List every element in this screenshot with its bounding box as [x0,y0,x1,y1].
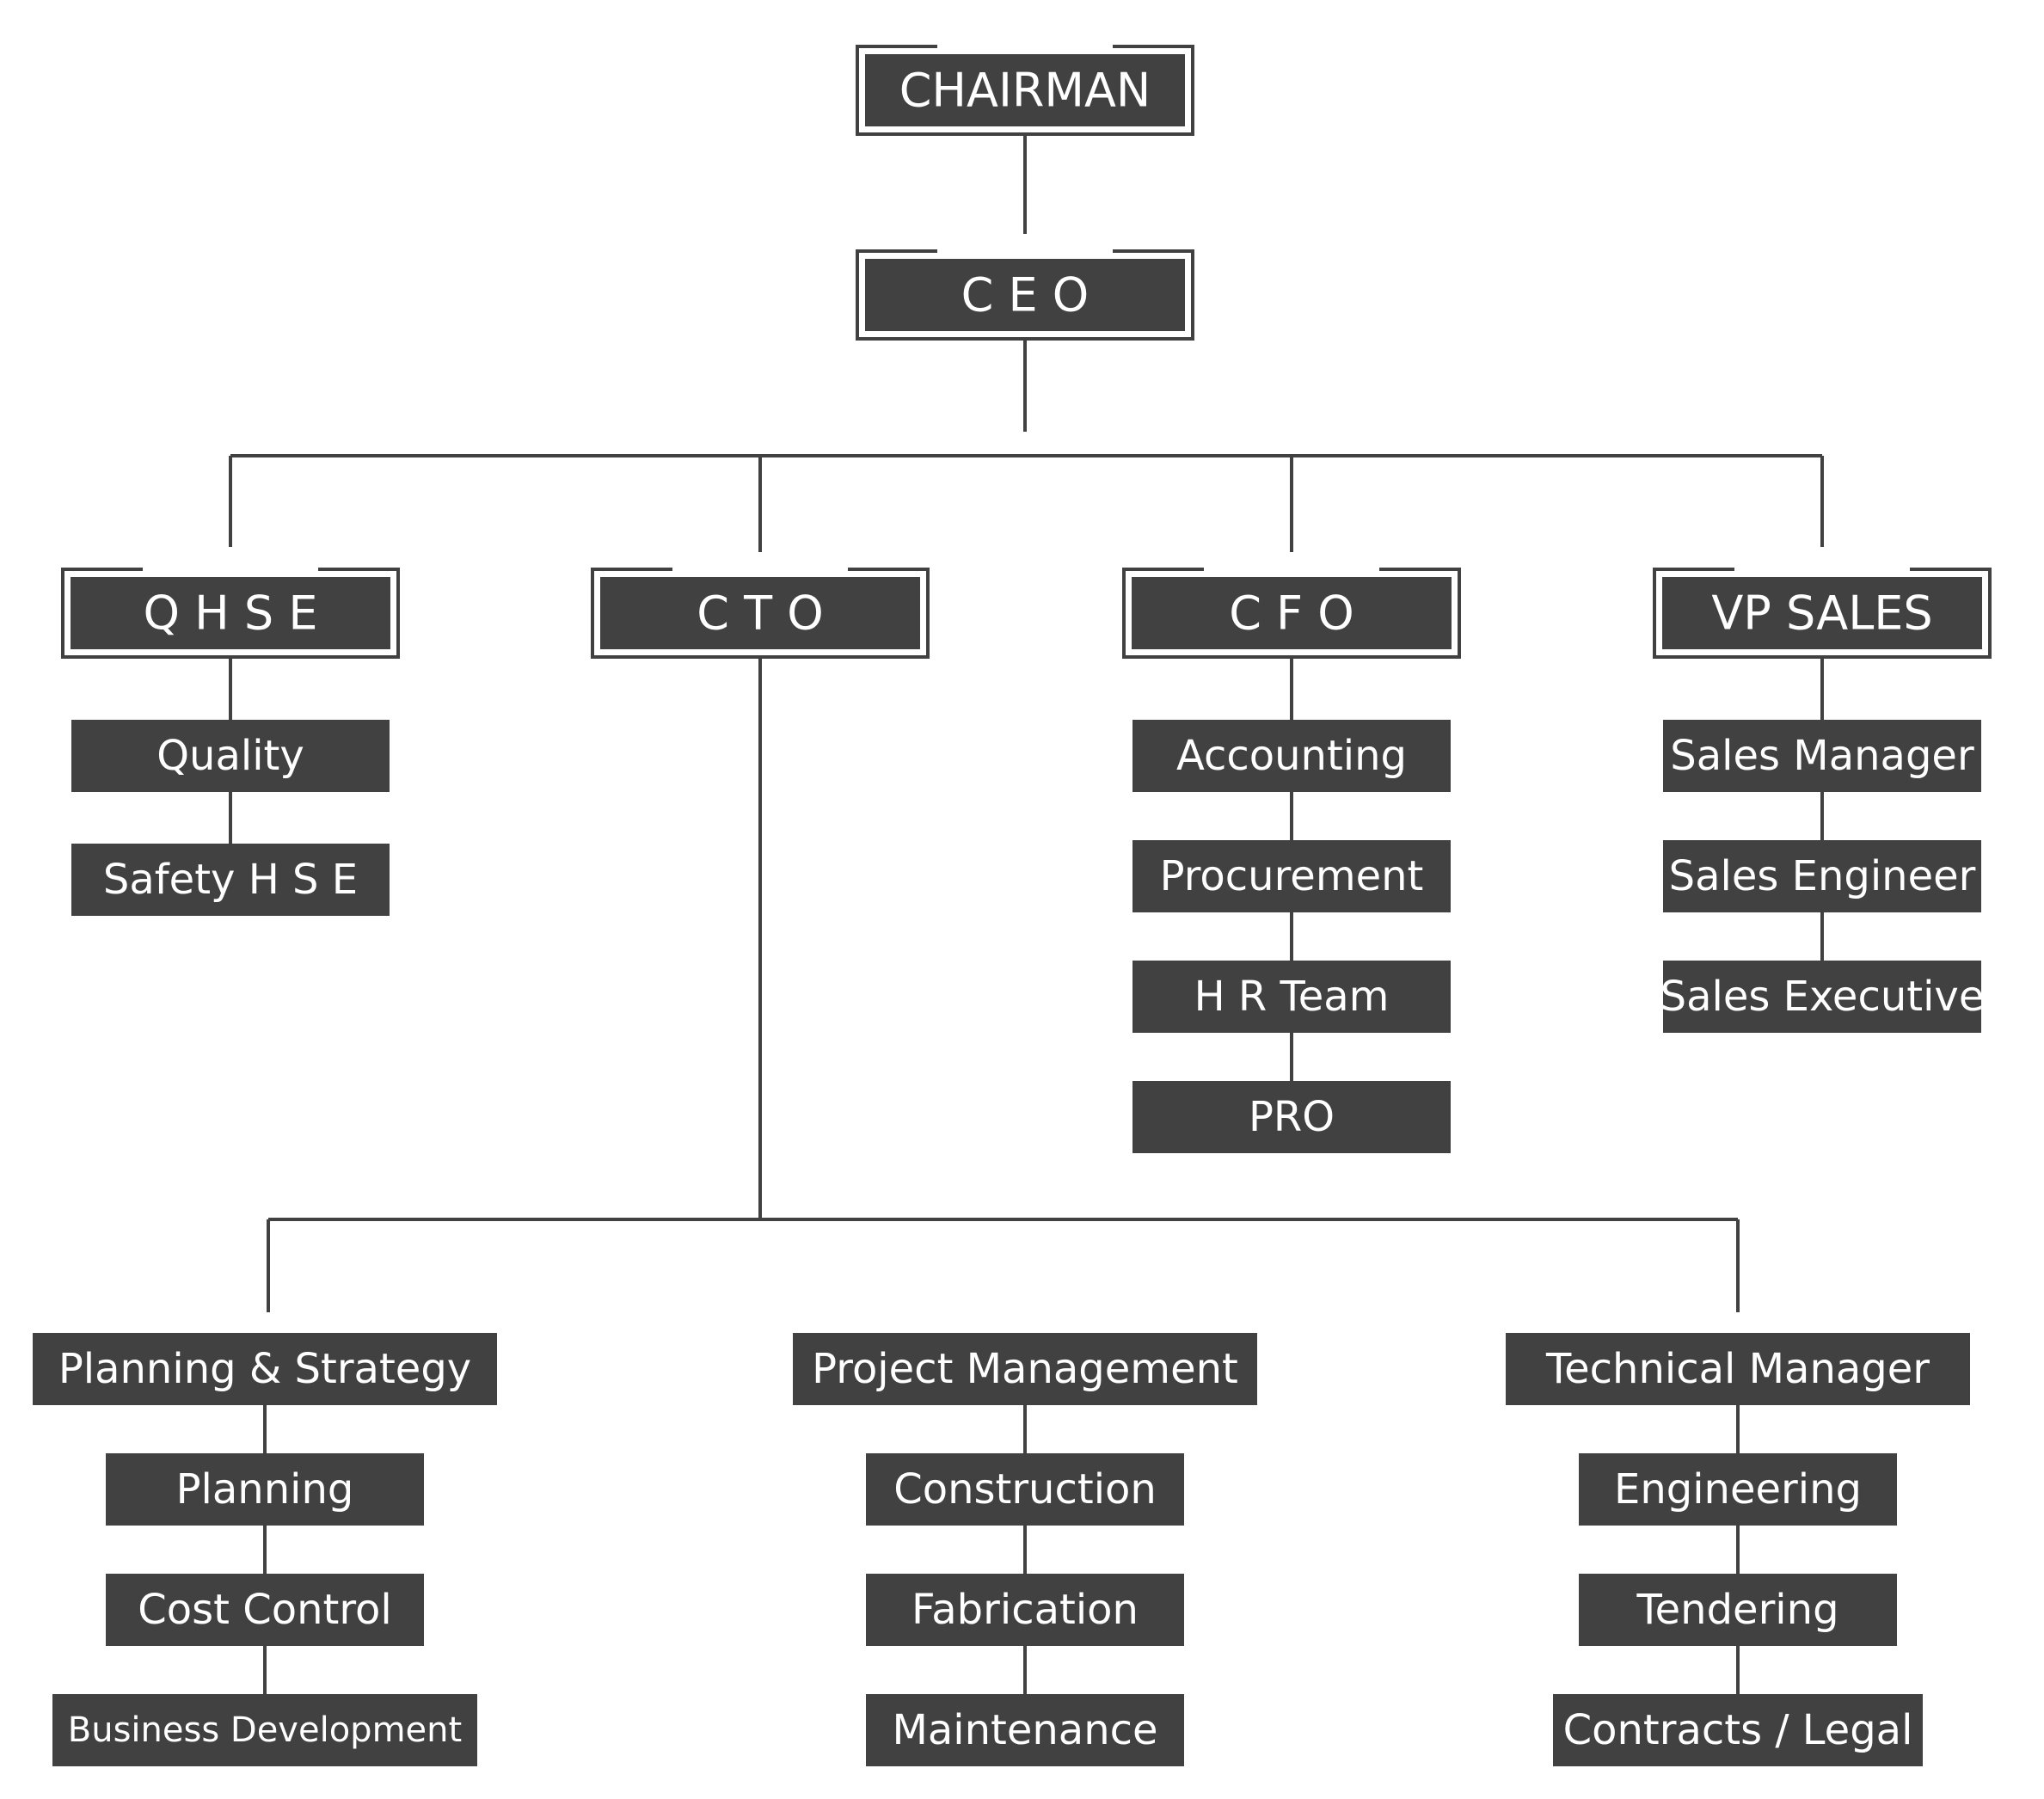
node-frame-notch [672,566,848,573]
org-node-cfo: C F O [1122,566,1461,659]
node-frame-notch [1734,566,1910,573]
node-label: Procurement [1160,852,1424,900]
node-box [1132,961,1451,1033]
org-node-planning: Planning [106,1453,424,1526]
org-node-hr-team: H R Team [1132,961,1451,1033]
node-label: Contracts / Legal [1563,1706,1913,1754]
org-node-procurement: Procurement [1132,840,1451,912]
node-label: Fabrication [912,1586,1139,1634]
node-box [1506,1333,1970,1405]
node-box [1663,961,1981,1033]
node-frame-notch [1204,566,1379,573]
node-box [1579,1453,1897,1526]
node-box [866,1453,1184,1526]
node-frame-notch [143,566,318,573]
node-box [865,259,1185,331]
node-label: Construction [893,1465,1157,1513]
node-box [793,1333,1257,1405]
org-node-chairman: CHAIRMAN [856,43,1194,136]
node-label: CHAIRMAN [899,64,1151,118]
org-node-ceo: C E O [856,248,1194,341]
org-node-planning-strategy: Planning & Strategy [33,1333,497,1405]
node-box [866,1694,1184,1766]
node-label: C T O [697,586,824,641]
org-node-safety-hse: Safety H S E [71,844,390,916]
node-label: Tendering [1636,1586,1838,1634]
node-frame-notch [937,248,1113,255]
node-box [106,1453,424,1526]
node-box [865,54,1185,126]
node-label: Accounting [1176,732,1407,780]
node-label: VP SALES [1711,586,1932,641]
org-node-pro: PRO [1132,1081,1451,1153]
org-node-sales-executive: Sales Executive [1660,961,1985,1033]
node-box [1579,1574,1897,1646]
node-box [71,720,390,792]
node-label: Sales Manager [1670,732,1974,780]
connector-lines [229,136,1824,1694]
org-node-project-management: Project Management [793,1333,1257,1405]
node-label: Business Development [68,1710,462,1750]
org-node-vp-sales: VP SALES [1653,566,1992,659]
node-box [71,577,390,649]
org-node-tendering: Tendering [1579,1574,1897,1646]
node-box [1132,577,1452,649]
node-label: C E O [961,268,1090,322]
org-node-qhse: Q H S E [61,566,400,659]
node-frame-notch [937,43,1113,50]
node-label: Cost Control [138,1586,391,1634]
org-node-engineering: Engineering [1579,1453,1897,1526]
org-node-maintenance: Maintenance [866,1694,1184,1766]
org-node-cto: C T O [591,566,930,659]
node-label: PRO [1249,1093,1335,1141]
node-box [866,1574,1184,1646]
node-label: Planning & Strategy [58,1345,471,1393]
node-box [1132,1081,1451,1153]
node-label: Project Management [812,1345,1238,1393]
node-label: Quality [157,732,304,780]
node-label: Planning [176,1465,354,1513]
org-node-accounting: Accounting [1132,720,1451,792]
org-node-fabrication: Fabrication [866,1574,1184,1646]
node-label: H R Team [1194,973,1390,1021]
org-node-contracts-legal: Contracts / Legal [1553,1694,1923,1766]
org-node-sales-engineer: Sales Engineer [1663,840,1981,912]
org-node-construction: Construction [866,1453,1184,1526]
node-label: Maintenance [892,1706,1157,1754]
node-box [600,577,920,649]
node-box [71,844,390,916]
org-node-business-development: Business Development [52,1694,477,1766]
node-box [1663,720,1981,792]
node-label: Technical Manager [1545,1345,1930,1393]
org-node-quality: Quality [71,720,390,792]
org-node-sales-manager: Sales Manager [1663,720,1981,792]
node-label: Sales Executive [1660,973,1985,1021]
node-box [33,1333,497,1405]
node-box [1663,840,1981,912]
node-label: Engineering [1614,1465,1862,1513]
node-box [1553,1694,1923,1766]
node-box [106,1574,424,1646]
node-box [52,1694,477,1766]
node-label: Sales Engineer [1669,852,1976,900]
org-node-cost-control: Cost Control [106,1574,424,1646]
node-label: C F O [1229,586,1354,641]
org-node-technical-manager: Technical Manager [1506,1333,1970,1405]
node-box [1662,577,1982,649]
node-label: Safety H S E [103,856,358,904]
node-box [1132,840,1451,912]
node-box [1132,720,1451,792]
node-label: Q H S E [143,586,317,641]
